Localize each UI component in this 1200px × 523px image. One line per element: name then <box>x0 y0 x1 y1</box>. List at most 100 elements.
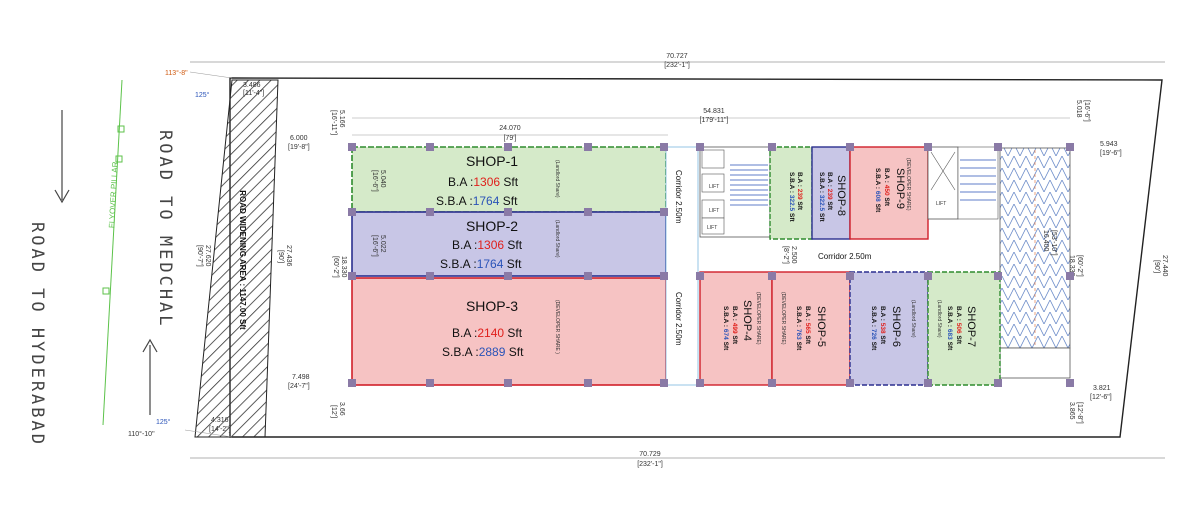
svg-text:[16'-6"]: [16'-6"] <box>1083 100 1090 122</box>
svg-text:18.330: 18.330 <box>1068 255 1075 277</box>
column-marker <box>768 272 776 280</box>
svg-text:5.040: 5.040 <box>379 170 386 188</box>
svg-text:B.A :1306 Sft: B.A :1306 Sft <box>448 175 519 189</box>
column-marker <box>924 379 932 387</box>
column-marker <box>348 208 356 216</box>
svg-text:[16'-6"]: [16'-6"] <box>371 235 378 257</box>
top-overall-dimension: 70.727 [232'-1"] <box>190 53 1165 69</box>
svg-text:[232'-1"]: [232'-1"] <box>637 461 663 468</box>
svg-text:B.A : 538 Sft: B.A : 538 Sft <box>879 306 886 345</box>
column-marker <box>348 143 356 151</box>
shop-6[interactable]: SHOP-6 B.A : 538 Sft S.B.A : 726 Sft (La… <box>849 271 929 386</box>
shop-1[interactable]: SHOP-1 B.A :1306 Sft S.B.A :1764 Sft (La… <box>351 146 667 213</box>
flyover-pillar-line: FLYOVER PILLAR <box>102 79 125 426</box>
svg-text:Corridor 2.50m: Corridor 2.50m <box>818 252 872 261</box>
lift-stair-core: LIFT LIFT LIFT <box>699 146 771 238</box>
svg-text:LIFT: LIFT <box>709 184 719 190</box>
svg-text:54.831: 54.831 <box>703 108 725 115</box>
column-marker <box>1066 379 1074 387</box>
svg-text:S.B.A : 608 Sft: S.B.A : 608 Sft <box>874 168 881 213</box>
road-to-hyderabad-label: ROAD TO HYDERABAD <box>27 222 47 447</box>
svg-text:[90']: [90'] <box>277 250 284 263</box>
shop-2[interactable]: SHOP-2 B.A :1306 Sft S.B.A :1764 Sft (La… <box>351 211 667 277</box>
svg-text:70.729: 70.729 <box>639 451 661 458</box>
column-marker <box>660 379 668 387</box>
column-marker <box>348 272 356 280</box>
column-marker <box>426 379 434 387</box>
svg-text:S.B.A : 683 Sft: S.B.A : 683 Sft <box>946 306 953 351</box>
svg-text:LIFT: LIFT <box>707 225 717 231</box>
column-marker <box>504 208 512 216</box>
svg-text:3.865: 3.865 <box>1068 402 1075 420</box>
svg-text:(Landlord Share): (Landlord Share) <box>554 160 560 198</box>
shop-4[interactable]: SHOP-4 B.A : 499 Sft S.B.A : 674 Sft (DE… <box>699 271 773 386</box>
column-marker <box>768 143 776 151</box>
shop-7[interactable]: SHOP-7 B.A : 506 Sft S.B.A : 683 Sft (La… <box>927 271 1001 386</box>
svg-text:SHOP-9: SHOP-9 <box>894 168 906 209</box>
svg-text:S.B.A : 763 Sft: S.B.A : 763 Sft <box>795 306 802 351</box>
inner-top-dimensions: 54.831 [179'-11"] 24.070 [79'] <box>352 108 1070 142</box>
svg-text:24.070: 24.070 <box>499 125 521 132</box>
corridor-horizontal: Corridor 2.50m 2.500 [8'-2"] <box>782 246 872 264</box>
column-marker <box>696 143 704 151</box>
ramp-area: 16.400 [53'-10"] <box>999 147 1071 379</box>
svg-text:(DEVELOPER SHARE): (DEVELOPER SHARE) <box>780 292 786 345</box>
svg-text:SHOP-6: SHOP-6 <box>890 306 902 347</box>
column-marker <box>696 272 704 280</box>
column-marker <box>426 143 434 151</box>
svg-text:18.330: 18.330 <box>340 256 347 278</box>
column-marker <box>994 143 1002 151</box>
column-marker <box>426 272 434 280</box>
svg-text:SHOP-1: SHOP-1 <box>466 153 518 169</box>
svg-text:B.A : 239 Sft: B.A : 239 Sft <box>796 172 803 211</box>
shop-5[interactable]: SHOP-5 B.A : 565 Sft S.B.A : 763 Sft (DE… <box>771 271 851 386</box>
svg-text:(DEVELOPER SHARE): (DEVELOPER SHARE) <box>755 292 761 345</box>
shop-3[interactable]: SHOP-3 B.A :2140 Sft S.B.A :2889 Sft (DE… <box>351 277 667 386</box>
shop-8-left[interactable]: B.A : 239 Sft S.B.A : 322.5 Sft <box>769 146 813 240</box>
svg-text:3.66: 3.66 <box>338 402 345 416</box>
svg-text:SHOP-8: SHOP-8 <box>835 175 847 216</box>
column-marker <box>660 208 668 216</box>
road-widening-area <box>194 79 279 438</box>
column-marker <box>584 208 592 216</box>
svg-text:[14'-2"]: [14'-2"] <box>209 426 231 433</box>
column-marker <box>994 379 1002 387</box>
svg-text:5.166: 5.166 <box>338 110 345 128</box>
svg-text:SHOP-7: SHOP-7 <box>965 306 977 347</box>
road-widening-label: ROAD WIDENING AREA : 1147.00 Sft <box>238 190 247 330</box>
svg-text:[232'-1"]: [232'-1"] <box>664 62 690 69</box>
angle-bottom-left: 110°-10" <box>128 430 155 438</box>
svg-text:[90'-7"]: [90'-7"] <box>196 245 203 267</box>
svg-text:[179'-11"]: [179'-11"] <box>700 117 729 124</box>
column-marker <box>846 272 854 280</box>
svg-text:SHOP-4: SHOP-4 <box>741 300 753 341</box>
svg-text:(Landlord Share): (Landlord Share) <box>554 220 560 258</box>
svg-text:B.A :1306 Sft: B.A :1306 Sft <box>452 238 523 252</box>
column-marker <box>584 272 592 280</box>
svg-text:Corridor 2.50m: Corridor 2.50m <box>674 292 683 346</box>
svg-text:[19'-6"]: [19'-6"] <box>1100 150 1122 157</box>
shop-9[interactable]: SHOP-9 B.A : 450 Sft S.B.A : 608 Sft (DE… <box>849 146 929 240</box>
angle-top-left: 113°-8" <box>165 69 188 77</box>
column-marker <box>924 272 932 280</box>
svg-text:[60'-2"]: [60'-2"] <box>332 256 339 278</box>
svg-text:27.440: 27.440 <box>1161 255 1168 277</box>
svg-text:S.B.A : 322.5 Sft: S.B.A : 322.5 Sft <box>788 172 795 222</box>
svg-text:LIFT: LIFT <box>709 208 719 214</box>
svg-text:S.B.A :1764 Sft: S.B.A :1764 Sft <box>436 194 518 208</box>
column-marker <box>768 379 776 387</box>
arrow-down-icon <box>54 110 70 204</box>
svg-text:7.498: 7.498 <box>292 374 310 381</box>
svg-text:4.316: 4.316 <box>211 417 229 424</box>
svg-text:[53'-10"]: [53'-10"] <box>1050 230 1057 256</box>
svg-text:B.A : 499 Sft: B.A : 499 Sft <box>731 306 738 345</box>
bottom-overall-dimension: 70.729 [232'-1"] <box>190 451 1165 468</box>
svg-text:S.B.A : 674 Sft: S.B.A : 674 Sft <box>722 306 729 351</box>
right-dimensions: 5.018 [16'-6"] 5.943 [19'-6"] 18.330 [60… <box>1068 100 1168 424</box>
structural-columns <box>348 143 1074 387</box>
column-marker <box>696 379 704 387</box>
svg-text:FLYOVER PILLAR: FLYOVER PILLAR <box>107 161 119 228</box>
shop-8[interactable]: SHOP-8 B.A : 239 Sft S.B.A : 322.5 Sft <box>811 146 851 240</box>
svg-text:5.943: 5.943 <box>1100 141 1118 148</box>
